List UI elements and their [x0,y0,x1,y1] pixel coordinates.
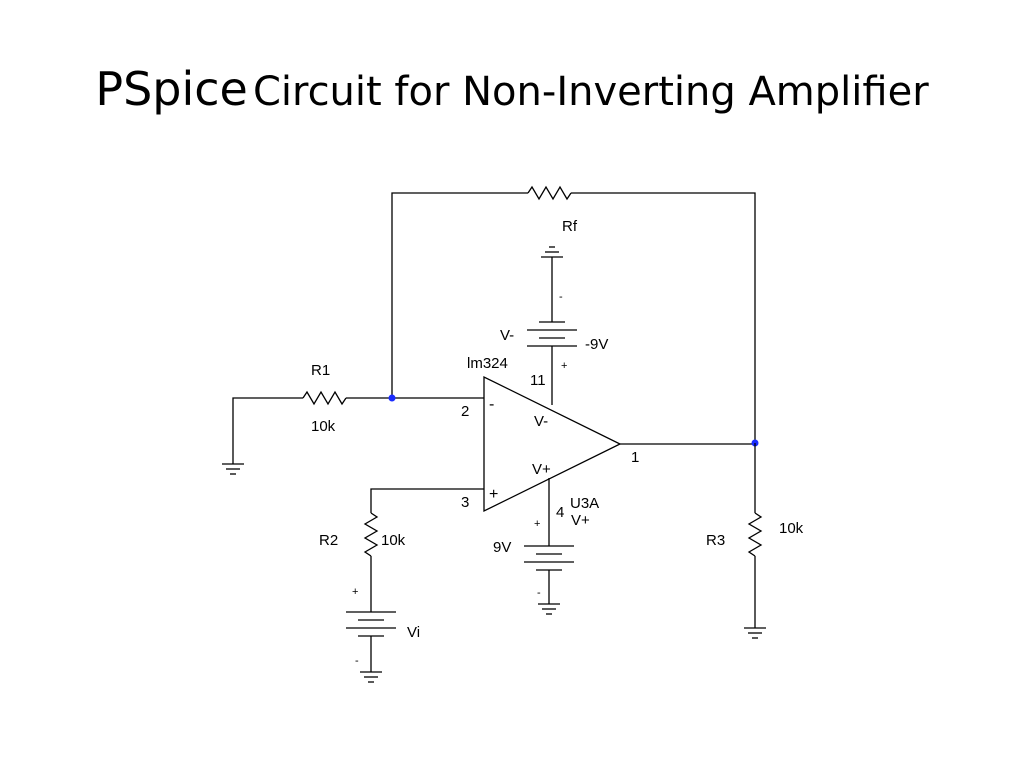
neg-supply-name: V- [500,327,514,344]
pin-11-label: 11 [530,372,546,389]
r1-resistor [302,390,347,406]
neg-supply-ground-symbol [541,246,563,258]
noninverting-input-wire [370,488,484,513]
opamp-plus-sign: + [489,486,498,503]
slide-title: PSpice Circuit for Non-Inverting Amplifi… [0,62,1024,116]
r3-label: R3 [706,532,725,549]
pin-4-label: 4 [556,504,564,521]
pos-supply-minus: - [537,587,541,599]
title-rest: Circuit for Non-Inverting Amplifier [252,69,929,115]
r3-value: 10k [779,520,804,537]
pos-supply-name: V+ [571,512,590,529]
rf-label: Rf [562,218,578,235]
neg-supply-minus: - [559,291,563,303]
vi-source-battery-symbol [346,611,396,637]
neg-supply-value: -9V [585,336,608,353]
vi-minus: - [355,655,359,667]
feedback-wire-right [571,192,756,443]
r1-ground-symbol [222,463,244,475]
r1-label: R1 [311,362,330,379]
neg-supply-battery-symbol [527,321,577,347]
opamp-minus-sign: - [489,396,494,413]
pin-2-label: 2 [461,403,469,420]
r2-label: R2 [319,532,338,549]
r2-value: 10k [381,532,406,549]
r1-value: 10k [311,418,336,435]
vi-label: Vi [407,624,420,641]
pos-supply-plus: + [534,518,540,530]
opamp-part-label: U3A [570,495,599,512]
r3-ground-symbol [744,627,766,639]
r3-resistor [747,512,763,557]
neg-supply-plus: + [561,360,567,372]
opamp-triangle [483,375,622,513]
vi-plus: + [352,586,358,598]
r2-resistor [363,512,379,557]
opamp-vminus-label: V- [534,413,548,430]
pin-3-label: 3 [461,494,469,511]
pos-supply-battery-symbol [524,545,574,571]
feedback-wire-left [391,192,528,398]
r1-ground-wire [232,397,303,464]
pin-1-label: 1 [631,449,639,466]
pos-supply-value: 9V [493,539,511,556]
title-main: PSpice [95,62,248,116]
vi-ground-symbol [360,671,382,683]
pos-supply-ground-symbol [538,603,560,615]
inverting-node-junction [388,394,396,402]
opamp-vplus-label: V+ [532,461,551,478]
opamp-model-label: lm324 [467,355,508,372]
rf-resistor [527,185,572,201]
